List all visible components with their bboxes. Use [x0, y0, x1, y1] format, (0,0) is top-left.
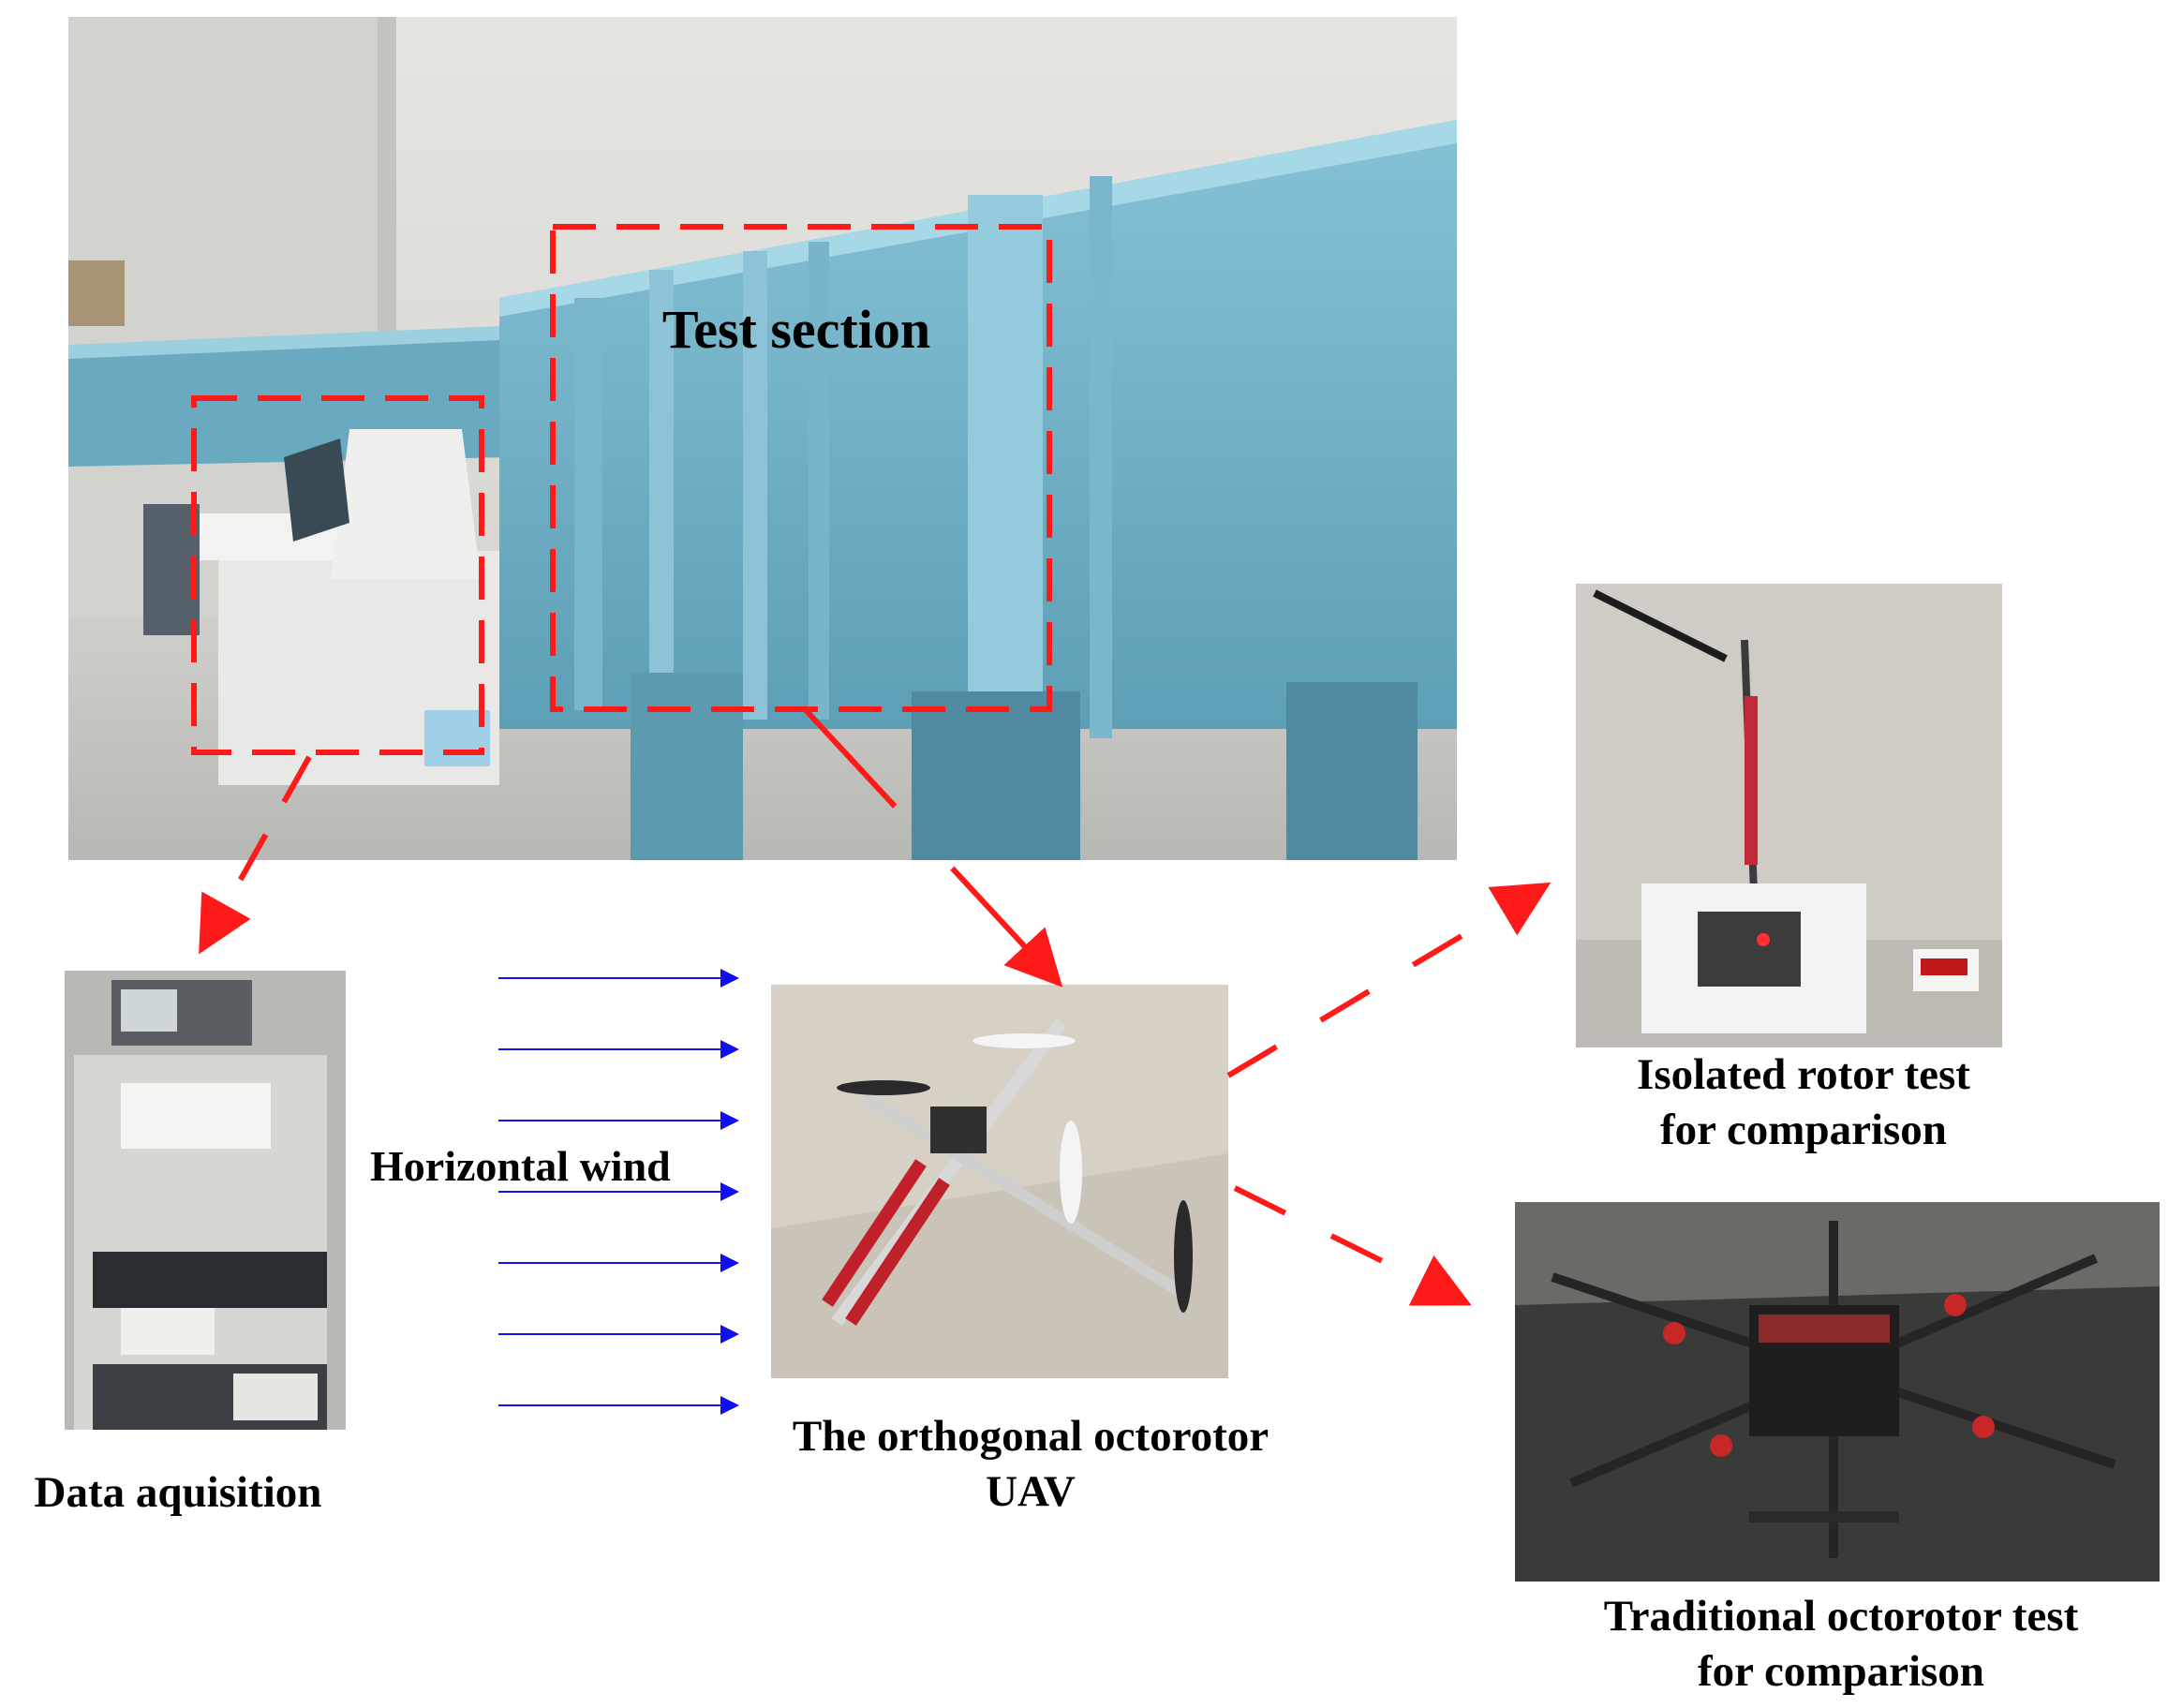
red-arrow-icon — [1233, 1185, 1472, 1306]
test-section-highlight-box — [550, 224, 1052, 712]
red-arrow-icon — [803, 707, 1063, 988]
data-acquisition-photo — [65, 971, 346, 1430]
horizontal-wind-label: Horizontal wind — [370, 1142, 671, 1190]
red-arrow-icon — [199, 755, 312, 955]
traditional-octorotor-label: Traditional octorotor test for compariso… — [1603, 1592, 2079, 1696]
orthogonal-octorotor-photo — [771, 985, 1228, 1378]
data-acquisition-highlight-box — [191, 395, 484, 755]
orthogonal-octorotor-label: The orthogonal octorotor UAV — [792, 1412, 1270, 1516]
horizontal-wind-arrows — [498, 969, 739, 1415]
red-arrow-icon — [1226, 882, 1552, 1078]
isolated-rotor-label: Isolated rotor test for comparison — [1637, 1050, 1970, 1154]
isolated-rotor-photo — [1576, 584, 2002, 1047]
test-section-label: Test section — [661, 299, 931, 360]
traditional-octorotor-photo — [1515, 1202, 2160, 1582]
data-acquisition-label: Data aquisition — [34, 1468, 322, 1517]
